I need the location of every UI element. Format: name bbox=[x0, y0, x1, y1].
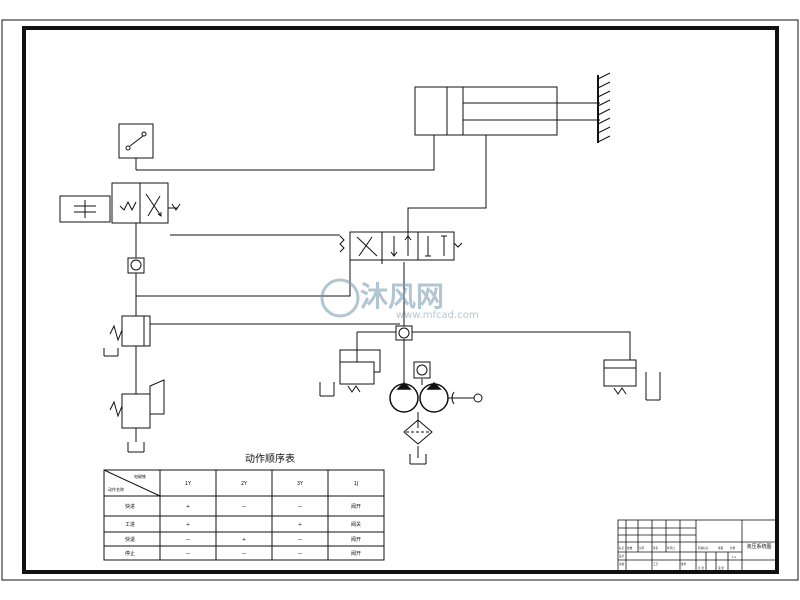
relief-valve-left bbox=[109, 379, 165, 453]
action-sequence-table: 动作顺序表 电磁铁 动作名称 1Y 2Y 3Y 1J 快进 + — — 阀开 工… bbox=[103, 452, 385, 561]
watermark: 沐风网 www.mfcad.com bbox=[320, 278, 479, 321]
double-pump-unit bbox=[389, 381, 483, 413]
title-block-cell: 比例 bbox=[730, 546, 736, 550]
solenoid-directional-valve-2pos bbox=[59, 182, 181, 224]
table-cell: — bbox=[298, 551, 303, 557]
sequence-valve bbox=[103, 315, 151, 357]
table-cell: — bbox=[242, 551, 247, 557]
outer-frame bbox=[1, 19, 799, 581]
inner-frame bbox=[22, 26, 779, 574]
row-label: 停止 bbox=[125, 550, 135, 557]
watermark-brand: 沐风网 bbox=[360, 280, 444, 313]
hydraulic-lines bbox=[135, 135, 631, 458]
table-header: 3Y bbox=[297, 481, 304, 487]
table-corner-top: 电磁铁 bbox=[134, 473, 146, 479]
table-cell: 阀开 bbox=[351, 503, 361, 510]
relief-valve-pump bbox=[319, 349, 381, 397]
title-block-cell: 1:1 bbox=[732, 555, 737, 559]
title-block-cell: 签名 bbox=[653, 546, 659, 550]
table-header: 2Y bbox=[241, 481, 248, 487]
title-block: 液压系统图 标记 处数 分区 签名 年月日 设计 审核 工艺 批准 阶段标记 重… bbox=[617, 519, 777, 573]
table-cell: + bbox=[186, 522, 190, 528]
drawing-name: 液压系统图 bbox=[746, 543, 771, 550]
directional-valve-3pos bbox=[339, 231, 463, 264]
watermark-logo bbox=[320, 278, 360, 318]
table-cell: — bbox=[186, 537, 191, 543]
row-label: 工进 bbox=[125, 521, 135, 528]
table-cell: 阀关 bbox=[351, 521, 361, 528]
title-block-cell: 第 张 bbox=[718, 566, 724, 570]
check-valve-pump bbox=[395, 325, 431, 379]
title-block-cell: 工艺 bbox=[653, 562, 659, 566]
title-block-cell: 共 张 bbox=[698, 566, 704, 570]
row-label: 快退 bbox=[125, 536, 135, 543]
table-title: 动作顺序表 bbox=[245, 452, 295, 465]
title-block-cell: 阶段标记 bbox=[698, 546, 709, 550]
oil-filter bbox=[403, 419, 433, 445]
title-block-cell: 设计 bbox=[619, 554, 625, 558]
oil-tank bbox=[409, 454, 427, 465]
table-header: 1J bbox=[354, 481, 359, 487]
table-cell: + bbox=[242, 537, 246, 543]
table-corner-bottom: 动作名称 bbox=[108, 486, 124, 492]
pressure-switch bbox=[118, 123, 154, 170]
hydraulic-cylinder bbox=[414, 72, 611, 143]
title-block-cell: 年月日 bbox=[667, 546, 675, 550]
title-block-cell: 标记 bbox=[619, 546, 625, 550]
table-cell: — bbox=[186, 551, 191, 557]
row-label: 快进 bbox=[125, 503, 135, 510]
title-block-cell: 分区 bbox=[639, 546, 645, 550]
title-block-cell: 审核 bbox=[619, 562, 625, 566]
title-block-cell: 重量 bbox=[718, 546, 724, 550]
table-cell: — bbox=[298, 537, 303, 543]
table-cell: — bbox=[298, 504, 303, 510]
one-way-valve-upper bbox=[127, 257, 145, 274]
table-cell: — bbox=[242, 504, 247, 510]
table-header: 1Y bbox=[185, 481, 192, 487]
title-block-cell: 处数 bbox=[627, 546, 633, 550]
table-cell: 阀开 bbox=[351, 550, 361, 557]
table-cell: + bbox=[298, 522, 302, 528]
watermark-url: www.mfcad.com bbox=[396, 310, 479, 321]
title-block-cell: 批准 bbox=[681, 562, 687, 566]
table-cell: + bbox=[186, 504, 190, 510]
table-cell: 阀开 bbox=[351, 536, 361, 543]
relief-valve-right bbox=[603, 359, 661, 401]
